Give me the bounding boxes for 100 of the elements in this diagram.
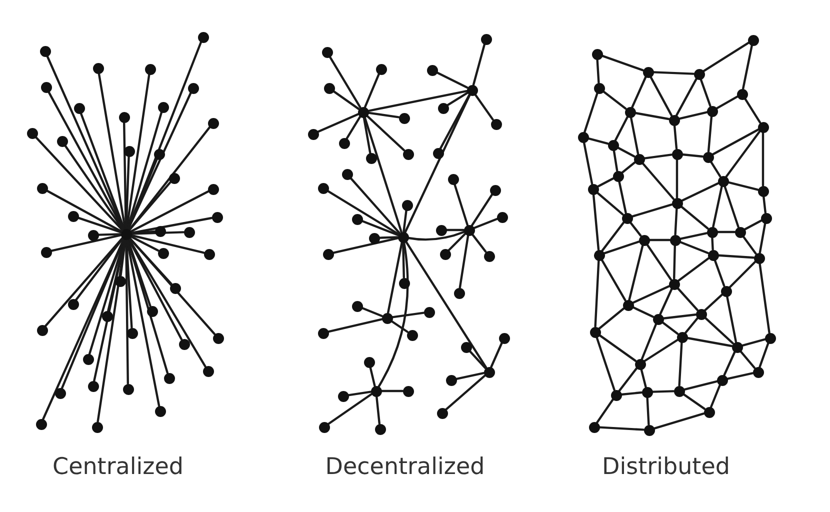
node-dot <box>594 250 604 260</box>
connection-line <box>717 254 755 259</box>
connection-line <box>676 287 698 311</box>
node-dot <box>88 380 98 392</box>
connection-line <box>130 216 213 234</box>
node-dot <box>622 212 632 224</box>
node-dot <box>40 246 52 258</box>
node-dot <box>464 224 474 236</box>
connection-line <box>130 235 160 252</box>
connection-line <box>682 393 706 410</box>
node-dot <box>480 34 492 44</box>
node-dot <box>92 422 102 432</box>
connection-line <box>659 288 673 316</box>
node-dot <box>748 34 758 46</box>
node-dot <box>56 136 68 146</box>
node-dot <box>164 372 174 384</box>
connection-line <box>376 395 380 425</box>
node-dot <box>638 234 650 246</box>
node-dot <box>670 234 680 246</box>
node-dot <box>122 384 134 394</box>
connection-line <box>390 320 409 333</box>
connection-line <box>680 182 720 202</box>
connection-line <box>602 90 627 110</box>
node-dot <box>466 84 478 96</box>
node-dot <box>716 374 728 386</box>
connection-line <box>367 112 400 118</box>
node-dot <box>706 226 718 238</box>
connection-line <box>646 396 650 426</box>
connection-line <box>632 306 654 318</box>
connection-line <box>683 380 718 391</box>
connection-line <box>77 216 122 234</box>
node-dot <box>402 386 414 396</box>
connection-line <box>646 243 672 281</box>
node-dot <box>624 106 636 118</box>
connection-line <box>327 318 383 333</box>
connection-line <box>596 398 614 424</box>
connection-line <box>679 240 709 254</box>
node-dot <box>68 298 78 310</box>
connection-line <box>34 136 124 232</box>
node-dot <box>440 248 450 260</box>
connection-line <box>594 259 600 328</box>
connection-line <box>762 131 764 187</box>
node-dot <box>36 324 48 336</box>
connection-line <box>728 260 756 288</box>
connection-line <box>326 190 400 236</box>
node-dot <box>702 152 714 162</box>
node-dot <box>674 386 684 396</box>
connection-line <box>684 317 699 334</box>
node-dot <box>154 148 164 160</box>
connection-line <box>679 232 708 240</box>
connection-line <box>362 116 372 154</box>
connection-line <box>471 233 487 253</box>
connection-line <box>651 390 675 393</box>
connection-line <box>596 177 614 188</box>
node-dot <box>594 82 604 94</box>
connection-line <box>404 240 488 368</box>
node-dot <box>708 250 718 260</box>
node-dot <box>718 176 728 186</box>
node-dot <box>318 328 328 338</box>
connection-line <box>128 181 172 231</box>
node-dot <box>588 422 600 432</box>
connection-line <box>710 384 721 408</box>
node-dot <box>158 102 168 112</box>
connection-line <box>758 342 770 368</box>
connection-line <box>711 236 714 251</box>
connection-line <box>596 336 616 391</box>
node-dot <box>592 48 602 60</box>
connection-line <box>618 180 627 214</box>
connection-line <box>650 76 672 116</box>
connection-line <box>726 372 754 380</box>
connection-line <box>130 190 210 233</box>
connection-line <box>490 342 503 368</box>
connection-line <box>596 192 624 216</box>
connection-line <box>601 54 644 72</box>
node-dot <box>342 168 352 180</box>
node-dot <box>672 198 682 208</box>
node-dot <box>498 332 510 344</box>
connection-line <box>130 231 185 235</box>
node-dot <box>82 354 94 364</box>
connection-line <box>97 233 122 236</box>
connection-line <box>378 241 409 388</box>
connection-line <box>587 137 609 145</box>
connection-line <box>744 98 762 124</box>
node-dot <box>36 182 48 194</box>
connection-line <box>629 221 642 237</box>
connection-line <box>407 230 465 241</box>
connection-line <box>702 42 750 72</box>
node-dot <box>484 250 494 262</box>
node-dot <box>338 390 348 402</box>
node-dot <box>644 424 654 436</box>
node-dot <box>608 140 618 150</box>
connection-line <box>603 240 640 254</box>
node-dot <box>308 128 318 140</box>
connection-line <box>762 195 766 214</box>
connection-line <box>455 372 485 380</box>
connection-line <box>710 160 722 178</box>
node-dot <box>736 88 748 100</box>
node-dot <box>370 386 382 396</box>
connection-line <box>612 149 618 172</box>
network-label: Distributed <box>602 453 730 481</box>
